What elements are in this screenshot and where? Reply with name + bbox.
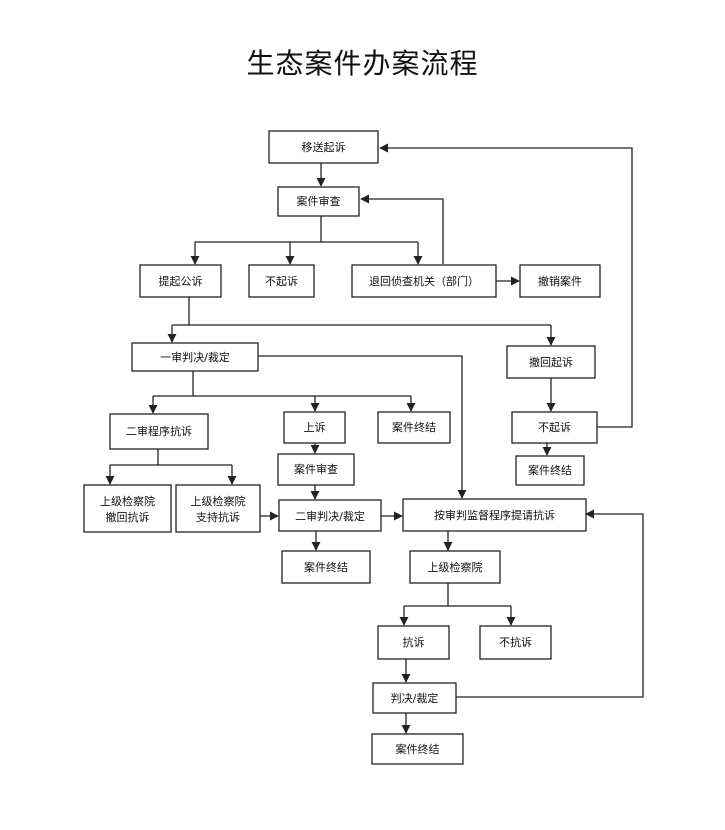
svg-text:支持抗诉: 支持抗诉: [196, 510, 240, 524]
node-superior-support-protest: 上级检察院 支持抗诉: [175, 484, 261, 533]
node-first-instance-judgment: 一审判决/裁定: [131, 342, 259, 372]
svg-text:上级检察院: 上级检察院: [100, 494, 155, 508]
svg-text:案件终结: 案件终结: [304, 560, 348, 574]
svg-text:撤回起诉: 撤回起诉: [529, 355, 573, 369]
svg-text:案件终结: 案件终结: [528, 463, 572, 477]
page-title: 生态案件办案流程: [246, 47, 479, 80]
svg-text:不起诉: 不起诉: [265, 275, 298, 288]
node-case-closed-2: 案件终结: [515, 455, 585, 486]
node-case-closed-3: 案件终结: [281, 550, 371, 584]
node-no-prosecution-1: 不起诉: [248, 264, 315, 298]
svg-text:不抗诉: 不抗诉: [499, 635, 532, 649]
svg-text:上级检察院: 上级检察院: [428, 560, 483, 574]
svg-text:一审判决/裁定: 一审判决/裁定: [160, 350, 230, 364]
svg-text:移送起诉: 移送起诉: [302, 140, 346, 154]
svg-text:二审程序抗诉: 二审程序抗诉: [126, 424, 192, 438]
svg-text:撤回抗诉: 撤回抗诉: [106, 510, 150, 524]
node-initiate-public-prosecution: 提起公诉: [139, 264, 222, 298]
node-superior-withdraw-protest: 上级检察院 撤回抗诉: [83, 484, 172, 533]
node-no-protest: 不抗诉: [479, 625, 552, 660]
node-case-review-2: 案件审查: [277, 453, 355, 486]
node-superior-procuratorate: 上级检察院: [409, 550, 501, 584]
edge-return-loop: [360, 194, 444, 264]
edge-no-prosecution-loop: [379, 143, 633, 428]
node-trial-supervision-protest: 按审判监督程序提请抗诉: [402, 498, 587, 532]
svg-text:案件终结: 案件终结: [392, 420, 436, 434]
node-judgment-ruling: 判决/裁定: [372, 682, 457, 714]
node-withdraw-case: 撤销案件: [519, 264, 601, 298]
node-case-review-1: 案件审查: [277, 186, 360, 217]
node-transfer-prosecution: 移送起诉: [268, 130, 379, 164]
svg-text:不起诉: 不起诉: [538, 421, 571, 434]
flow-connectors: [105, 143, 644, 734]
svg-text:案件审查: 案件审查: [294, 462, 338, 476]
svg-text:判决/裁定: 判决/裁定: [391, 691, 439, 705]
svg-text:案件终结: 案件终结: [396, 742, 440, 756]
node-case-closed-4: 案件终结: [371, 733, 464, 765]
svg-text:抗诉: 抗诉: [403, 635, 425, 649]
edge-judgment-loop: [456, 509, 644, 698]
node-second-instance-protest: 二审程序抗诉: [109, 413, 209, 450]
svg-text:撤销案件: 撤销案件: [538, 274, 582, 288]
node-case-closed-1: 案件终结: [377, 411, 451, 444]
svg-text:案件审查: 案件审查: [297, 194, 341, 208]
svg-text:上级检察院: 上级检察院: [191, 494, 246, 508]
node-no-prosecution-2: 不起诉: [511, 411, 598, 444]
node-return-investigation: 退回侦查机关（部门）: [351, 264, 497, 298]
svg-text:退回侦查机关（部门）: 退回侦查机关（部门）: [369, 274, 479, 288]
node-protest: 抗诉: [377, 625, 450, 660]
svg-text:按审判监督程序提请抗诉: 按审判监督程序提请抗诉: [434, 508, 555, 522]
node-withdraw-prosecution: 撤回起诉: [506, 345, 596, 379]
node-appeal: 上诉: [283, 411, 346, 444]
svg-text:提起公诉: 提起公诉: [159, 275, 203, 288]
svg-text:上诉: 上诉: [304, 421, 326, 434]
edge-first-to-supervision: [258, 355, 467, 499]
node-second-instance-judgment: 二审判决/裁定: [278, 499, 382, 532]
svg-text:二审判决/裁定: 二审判决/裁定: [295, 509, 365, 523]
